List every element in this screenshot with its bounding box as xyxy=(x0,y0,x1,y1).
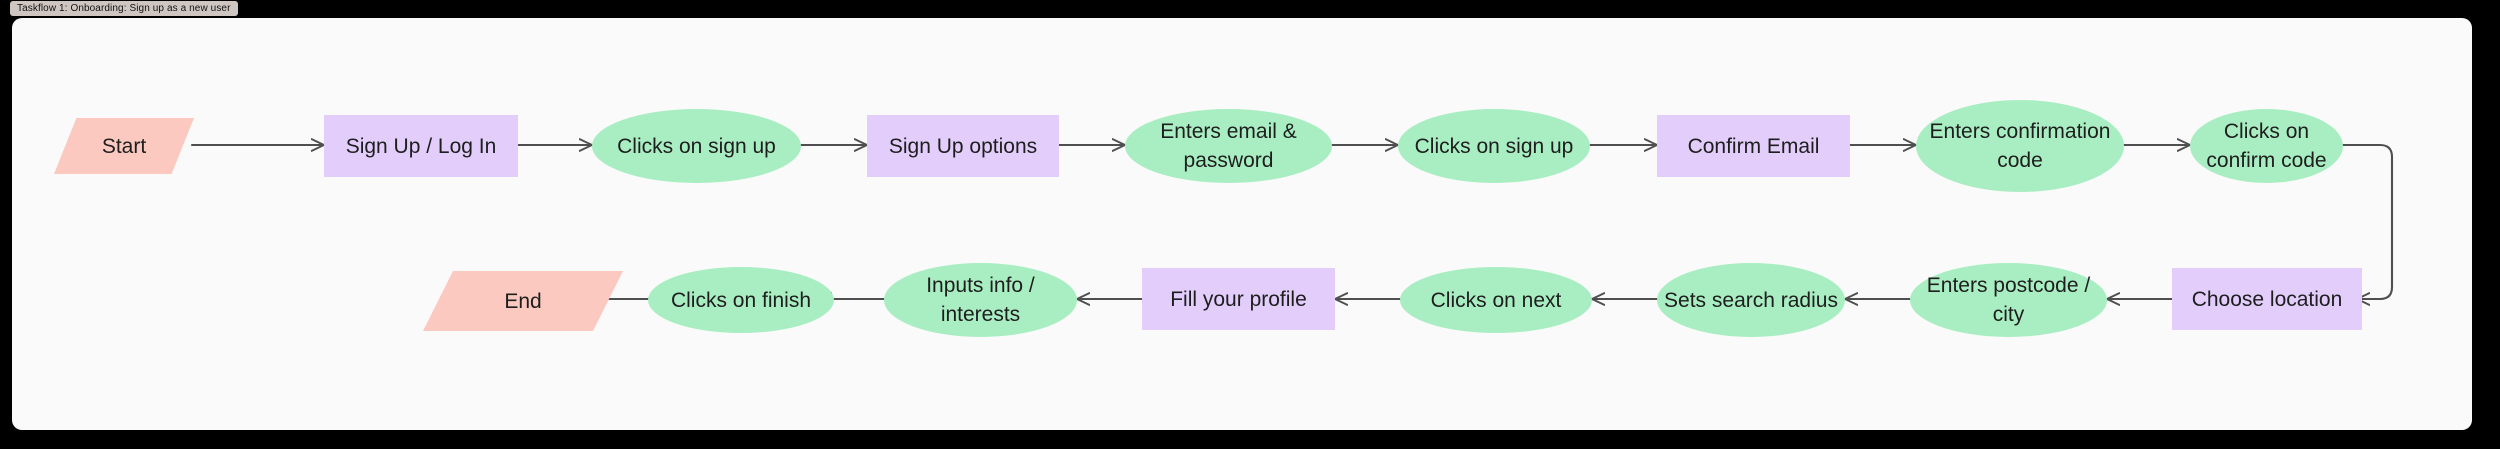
node-label: Enters email & password xyxy=(1160,120,1297,172)
node-clicks-on-sign-up-2[interactable]: Clicks on sign up xyxy=(1398,109,1590,183)
node-clicks-on-next[interactable]: Clicks on next xyxy=(1400,267,1592,333)
node-label: Clicks on finish xyxy=(670,288,812,312)
node-start[interactable]: Start xyxy=(54,118,194,174)
frame-label: Taskflow 1: Onboarding: Sign up as a new… xyxy=(10,1,238,16)
node-label: Start xyxy=(101,134,147,158)
node-sets-search-radius[interactable]: Sets search radius xyxy=(1657,263,1845,337)
node-signup-login[interactable]: Sign Up / Log In xyxy=(324,115,518,177)
node-label: End xyxy=(504,289,542,313)
diagram-canvas[interactable]: Start Sign Up / Log In Clicks on sign up… xyxy=(12,18,2472,430)
connector-layer xyxy=(190,18,2394,430)
node-sign-up-options[interactable]: Sign Up options xyxy=(867,115,1059,177)
node-label: Clicks on sign up xyxy=(1414,134,1574,158)
node-label: Sign Up / Log In xyxy=(345,134,497,158)
node-label: Clicks on next xyxy=(1430,288,1562,312)
node-label: Enters confirmation code xyxy=(1929,120,2111,172)
node-label: Clicks on sign up xyxy=(617,134,776,158)
node-confirm-email[interactable]: Confirm Email xyxy=(1657,115,1850,177)
node-label: Enters postcode / city xyxy=(1926,274,2091,326)
flowchart: Start Sign Up / Log In Clicks on sign up… xyxy=(12,18,2472,430)
node-label: Fill your profile xyxy=(1170,287,1307,311)
node-label: Confirm Email xyxy=(1687,134,1820,158)
node-inputs-info-interests[interactable]: Inputs info / interests xyxy=(884,263,1077,337)
node-label: Clicks on confirm code xyxy=(2206,120,2327,172)
node-label: Inputs info / interests xyxy=(926,274,1035,326)
node-clicks-on-finish[interactable]: Clicks on finish xyxy=(648,267,834,333)
node-clicks-on-confirm-code[interactable]: Clicks on confirm code xyxy=(2190,109,2343,183)
node-enters-email-password[interactable]: Enters email & password xyxy=(1125,109,1332,183)
node-label: Sign Up options xyxy=(888,134,1038,158)
node-choose-location[interactable]: Choose location xyxy=(2172,268,2362,330)
node-end[interactable]: End xyxy=(423,271,623,331)
node-fill-your-profile[interactable]: Fill your profile xyxy=(1142,268,1335,330)
node-enters-confirmation-code[interactable]: Enters confirmation code xyxy=(1916,100,2124,192)
node-clicks-on-sign-up-1[interactable]: Clicks on sign up xyxy=(592,109,801,183)
node-enters-postcode-city[interactable]: Enters postcode / city xyxy=(1910,263,2107,337)
node-label: Sets search radius xyxy=(1664,288,1838,312)
node-label: Choose location xyxy=(2191,287,2343,311)
